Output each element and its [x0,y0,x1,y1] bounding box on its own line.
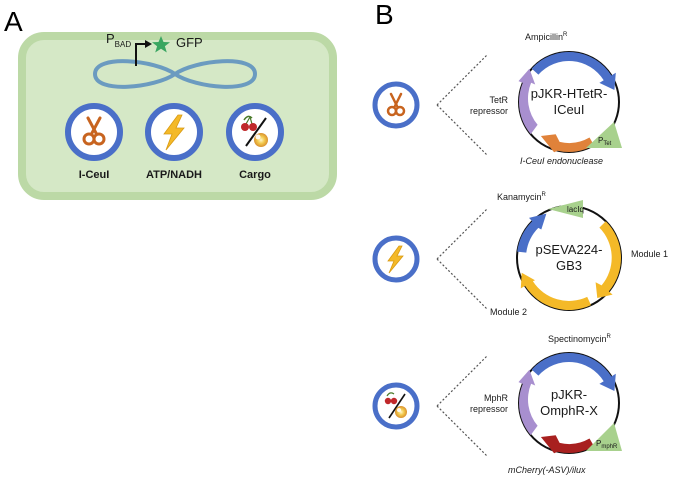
kanamycin-gene-arrow [517,213,547,253]
module2-gene-arrow [520,272,591,310]
plasmid-name-3-line2: OmphR-X [540,403,598,418]
module-ring [372,382,420,430]
promoter-label: PBAD [106,31,131,49]
module-label-cargo: Cargo [239,169,271,181]
panel-a-letter: A [4,6,23,37]
laciq-promoter-arrow [548,200,583,218]
mphr-label-line2: repressor [470,404,508,414]
plasmid-map-3: pJKR- OmphR-X [518,352,622,454]
plasmid-name-2-line2: GB3 [556,258,582,273]
cherry-cargo-icon [384,392,407,419]
pmphr-label: PmphR [596,439,618,450]
plasmid-row-3: pJKR- OmphR-X SpectinomycinR MphR repres… [372,334,622,475]
cherry-cargo-icon [241,115,268,147]
zoom-lines [436,54,488,156]
promoter-arrow [135,40,152,66]
scissors-icon [386,92,406,117]
lightning-icon [163,114,185,151]
module-atp [145,103,203,161]
plasmid-map-1: pJKR-HTetR- ICeuI [518,51,622,153]
ampicillin-label: AmpicillinR [525,32,568,42]
panel-b-letter: B [375,0,394,30]
plasmid-row-2: pSEVA224- GB3 KanamycinR lacIq Module 1 … [372,192,668,317]
iceui-endonuclease-label: I-CeuI endonuclease [520,156,603,166]
tetr-label-line1: TetR [489,95,508,105]
ptet-label: PTet [598,136,612,147]
module-label-atp: ATP/NADH [146,169,202,181]
module-cargo [226,103,284,161]
pmphr-promoter-arrow [586,423,622,451]
module1-label: Module 1 [631,249,668,259]
spectinomycin-gene-arrow [531,352,616,391]
dna-strand [92,59,258,89]
mcherry-ilux-gene-arrow [540,435,594,454]
plasmid-row-1: pJKR-HTetR- ICeuI AmpicillinR TetR repre… [372,32,622,166]
gfp-label: GFP [176,35,203,50]
gfp-star-icon [152,36,170,53]
mphr-gene-arrow [518,369,538,436]
ptet-promoter-arrow [586,122,622,148]
module2-label: Module 2 [490,307,527,317]
spectinomycin-label: SpectinomycinR [548,334,612,344]
ampicillin-gene-arrow [531,51,616,90]
plasmid-name-1-line2: ICeuI [553,102,584,117]
plasmid-name-2-line1: pSEVA224- [536,242,603,257]
mphr-label-line1: MphR [484,393,509,403]
laciq-label: lacIq [567,205,584,214]
zoom-lines [436,208,488,310]
tetr-label-line2: repressor [470,106,508,116]
module-label-iceui: I-CeuI [79,169,110,181]
plasmid-name-1-line1: pJKR-HTetR- [531,86,608,101]
kanamycin-label: KanamycinR [497,192,547,202]
plasmid-name-3-line1: pJKR- [551,387,587,402]
iceui-gene-arrow [540,134,594,153]
module-iceui [65,103,123,161]
mcherry-ilux-label: mCherry(-ASV)/ilux [508,465,586,475]
lightning-icon [387,245,404,274]
module1-gene-arrow [595,221,621,298]
scissors-icon [82,116,106,146]
tetr-gene-arrow [518,68,538,135]
plasmid-map-2: pSEVA224- GB3 [516,200,622,311]
